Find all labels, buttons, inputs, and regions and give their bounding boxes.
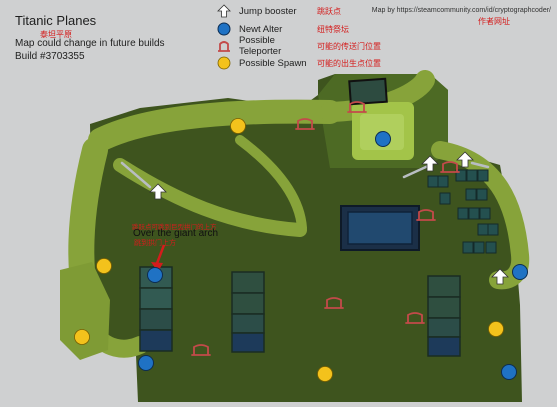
teleporter-icon [218,41,230,52]
newt-altar-icon [138,355,154,371]
legend-label-cn: 可能的出生点位置 [317,58,381,68]
legend-label: Jump booster [239,5,297,17]
legend-label-cn: 可能的传送门位置 [317,41,381,51]
legend-label: Possible Teleporter [239,35,282,57]
map-subtitle: Map could change in future builds [15,38,165,49]
jump-booster-icon [456,151,474,168]
pillar-column-middle [231,271,265,353]
annotation-text: Over the giant arch [133,228,219,239]
block-cluster [427,169,499,254]
jump-booster-icon [217,4,231,18]
newt-altar-icon [501,364,517,380]
legend-label: Possible Spawn [239,57,307,69]
jump-booster-icon [491,268,509,285]
map-title: Titanic Planes [15,13,97,28]
newt-altar-icon [375,131,391,147]
spawn-icon [74,329,90,345]
jump-booster-icon [149,183,167,200]
path-outer-loop [88,99,342,152]
teleporter-icon [191,344,211,356]
map-title-cn: 泰坦平原 [40,30,72,39]
jump-trajectory [120,161,152,189]
newt-altar-icon [217,22,231,36]
teleporter-icon [295,118,315,130]
spawn-icon [217,56,231,70]
legend-item-newt-altar: Newt Alter 纽特祭坛 [217,22,349,36]
path-mid-branch [235,135,307,233]
legend-item-spawn: Possible Spawn 可能的出生点位置 [217,56,381,70]
teleporter-icon [416,209,436,221]
teleporter-icon [347,101,367,113]
legend-item-jump-booster: Jump booster 跳跃点 [217,4,341,18]
water-pool-inner [347,211,413,245]
spawn-icon [488,321,504,337]
legend-label-cn: 跳跃点 [317,6,341,16]
jump-booster-icon [421,155,439,172]
credit-cn: 作者网址 [478,17,510,26]
jump-trajectory [470,161,490,169]
annotation-arrow [151,244,166,272]
teleporter-icon [405,312,425,324]
top-shed [348,77,388,106]
annotation-cn-bottom: 跳到拱门上方 [134,240,176,247]
credit-link[interactable]: Map by https://steamcommunity.com/id/cry… [371,7,551,14]
teleporter-icon [324,297,344,309]
legend-label-cn: 纽特祭坛 [317,24,349,34]
path-upper-right [320,70,435,122]
pillar-column-right [427,275,461,357]
legend-item-teleporter: Possible Teleporter 可能的传送门位置 [217,35,381,57]
terrain-meadow [60,262,110,360]
teleporter-icon [440,161,460,173]
build-number: Build #3703355 [15,51,85,62]
newt-altar-icon [147,267,163,283]
spawn-icon [230,118,246,134]
annotation-cn-top: 跳跃点可跳到巨型拱门的上方 [132,224,217,231]
legend-label: Newt Alter [239,23,283,35]
newt-altar-icon [512,264,528,280]
spawn-icon [317,366,333,382]
jump-trajectory [402,164,430,179]
spawn-icon [96,258,112,274]
